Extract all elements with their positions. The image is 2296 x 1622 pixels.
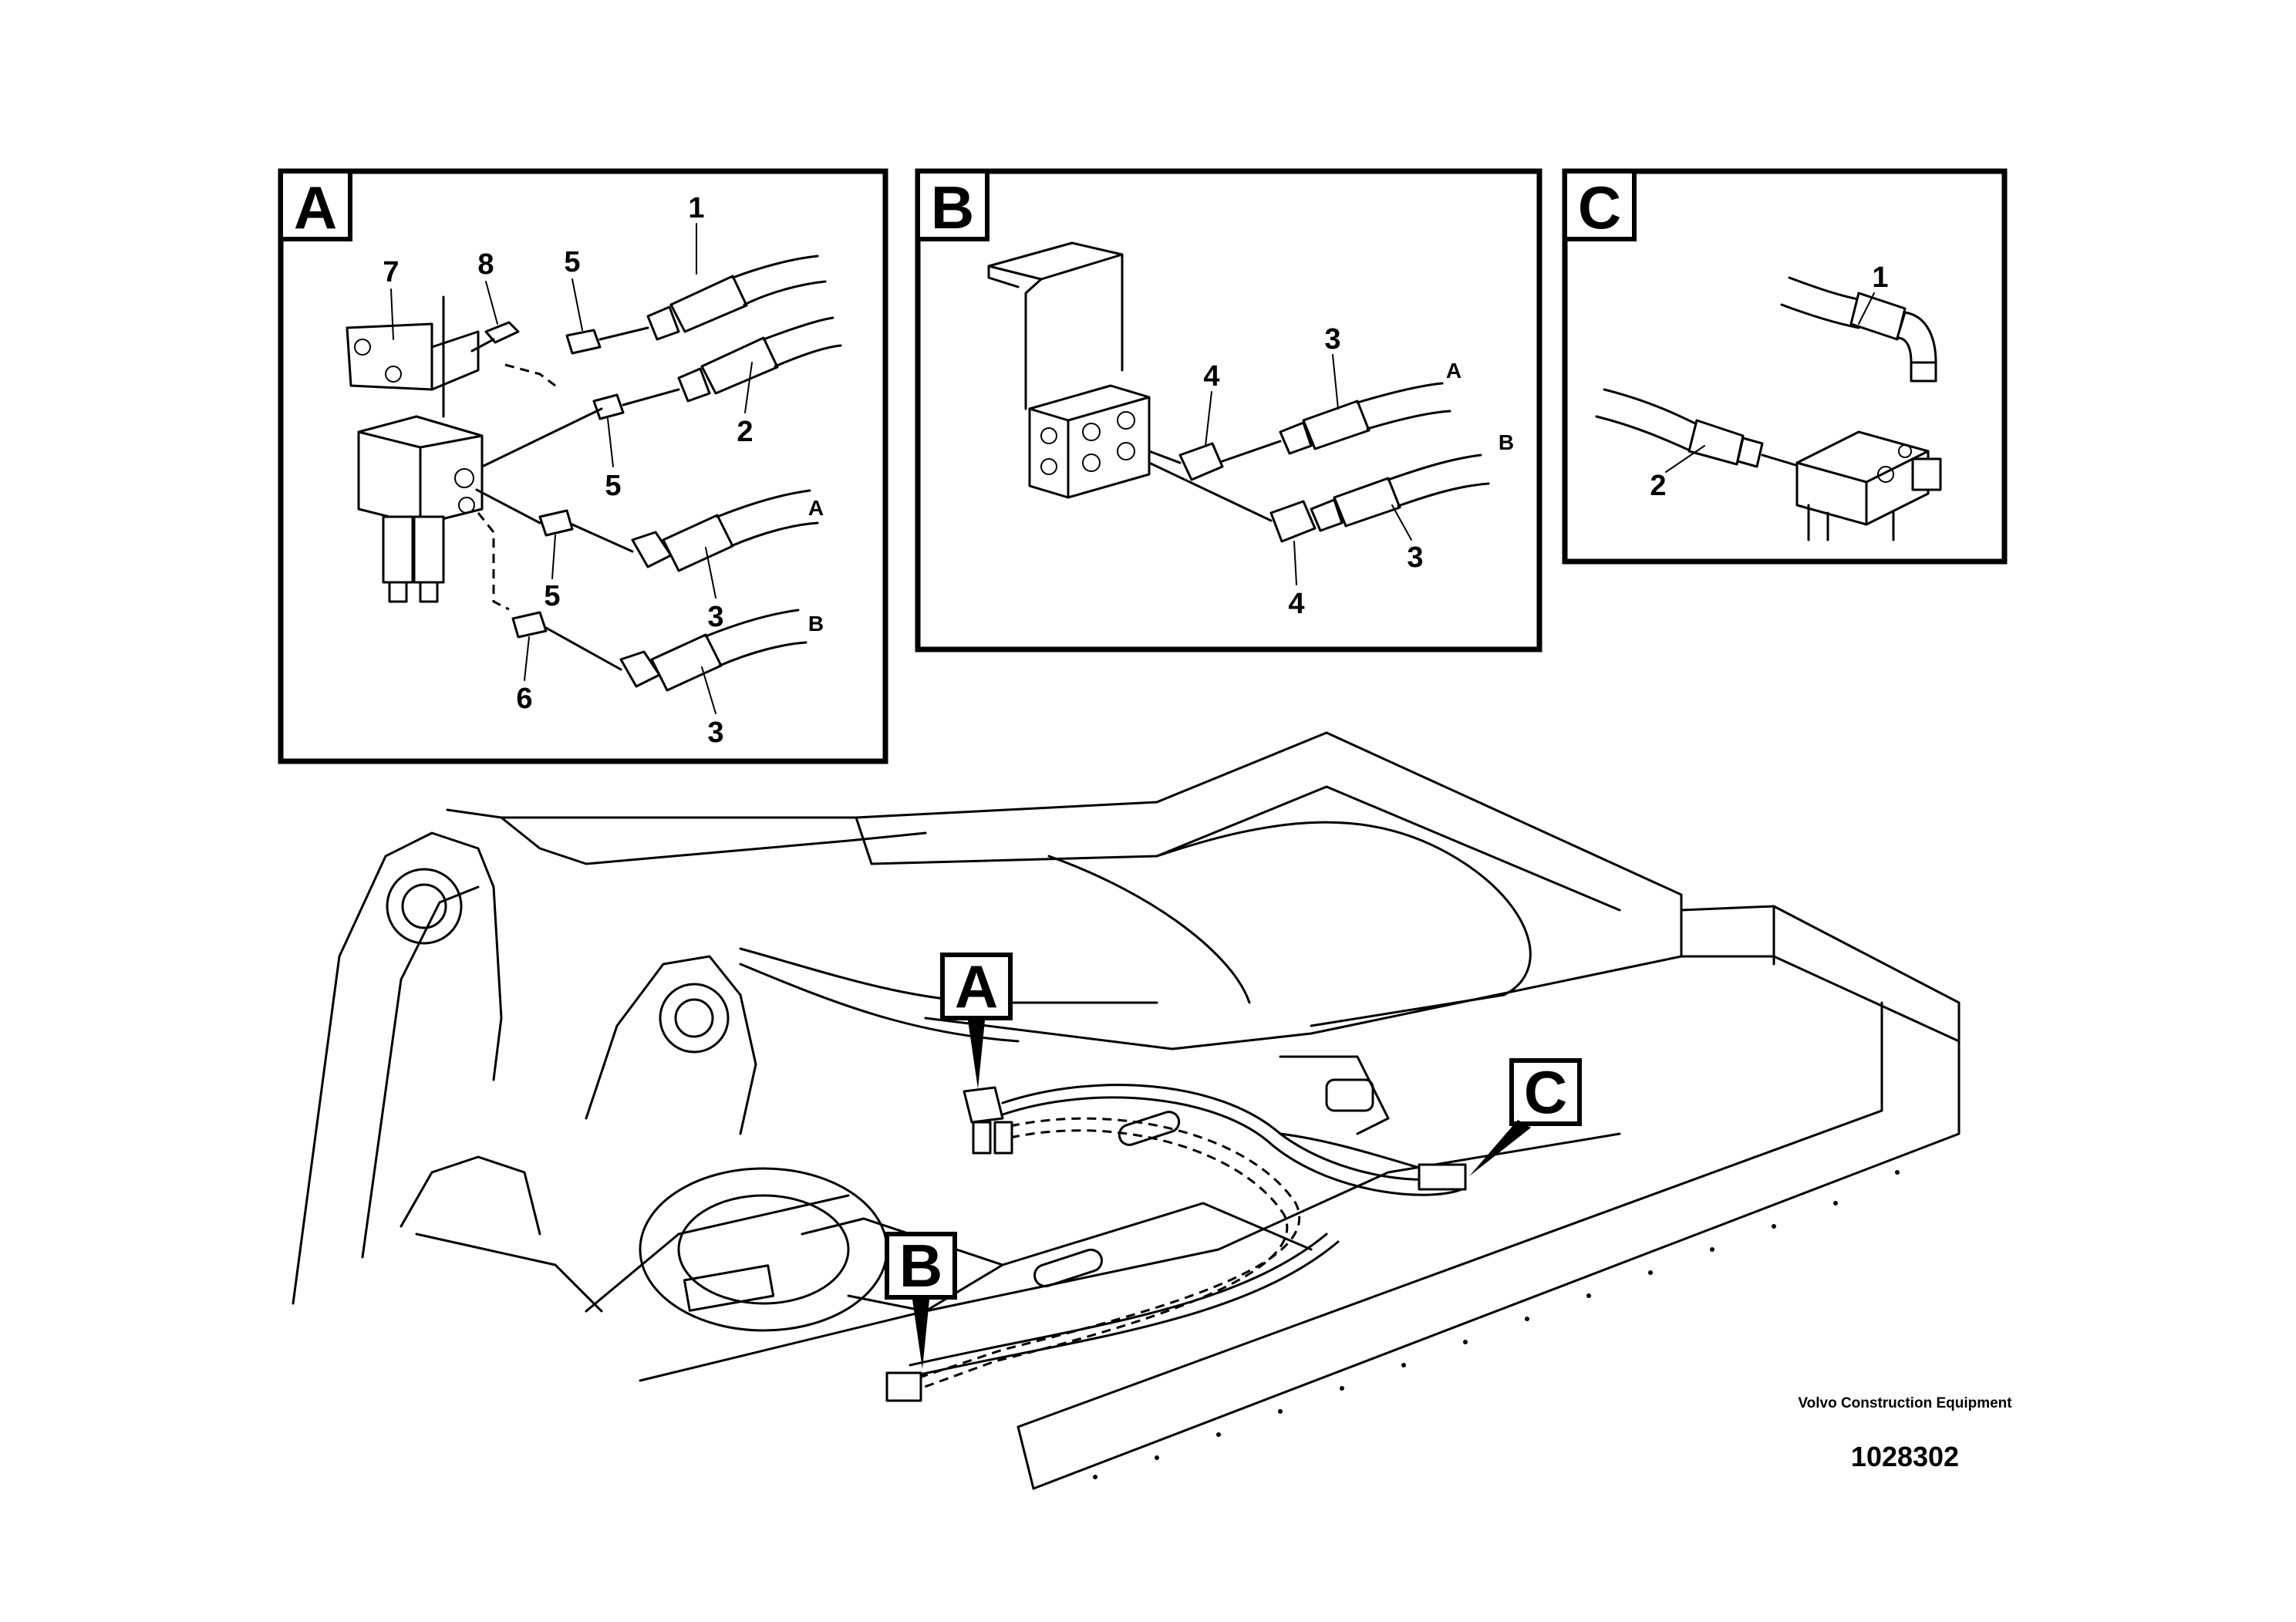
detail-b-panel: B 3 3 4 4 — [915, 168, 1542, 653]
detail-b-title: B — [931, 174, 974, 241]
detail-a-label-5-middle: 5 — [605, 470, 621, 502]
detail-a-title: A — [294, 174, 337, 241]
detail-b-port-b: B — [1499, 430, 1514, 454]
detail-b-label-4-upper: 4 — [1203, 360, 1219, 393]
callout-b[interactable]: B — [885, 1232, 957, 1369]
detail-b-label-3-upper: 3 — [1324, 323, 1340, 356]
fitting-5-middle — [592, 393, 625, 420]
detail-a-label-6: 6 — [516, 683, 532, 715]
callout-c-letter: C — [1524, 1058, 1567, 1126]
detail-b-label-3-lower: 3 — [1407, 541, 1423, 574]
detail-a-port-a: A — [808, 496, 824, 520]
detail-c-label-1: 1 — [1872, 261, 1888, 294]
detail-a-label-5-upper: 5 — [564, 246, 580, 278]
fitting-6 — [511, 611, 548, 639]
callout-c-pointer — [1469, 1120, 1531, 1176]
callout-c[interactable]: C — [1469, 1058, 1582, 1176]
detail-c-label-2: 2 — [1650, 470, 1666, 502]
callout-a-pointer — [968, 1020, 985, 1089]
detail-a-label-5-lower: 5 — [544, 580, 560, 612]
detail-b-port-a: A — [1446, 359, 1462, 383]
bolt-8 — [484, 321, 520, 344]
valve-block-b — [1028, 384, 1151, 499]
detail-a-label-7: 7 — [383, 256, 399, 288]
hose-1 — [669, 275, 748, 333]
tee-block-c — [1795, 430, 1930, 526]
elbow-4-upper — [1178, 442, 1224, 481]
callout-b-pointer — [912, 1300, 929, 1369]
fitting-5-upper — [565, 329, 602, 355]
detail-a-panel: A — [278, 168, 888, 764]
hose-2-c — [1687, 419, 1745, 466]
detail-a-label-2: 2 — [737, 416, 753, 448]
detail-b-label-4-lower: 4 — [1288, 588, 1304, 620]
elbow-4-lower — [1269, 500, 1317, 543]
callout-b-letter: B — [899, 1232, 942, 1300]
hose-1-c — [1849, 292, 1907, 341]
detail-a-label-1: 1 — [688, 192, 704, 224]
callout-a-letter: A — [955, 953, 998, 1020]
detail-c-title: C — [1578, 174, 1621, 241]
callout-a[interactable]: A — [940, 953, 1013, 1089]
hose-3-b-upper — [1302, 400, 1371, 450]
bracket-7 — [346, 322, 433, 391]
main-chassis-illustration — [292, 731, 1961, 1490]
detail-a-label-8: 8 — [477, 248, 494, 281]
fitting-5-lower — [538, 509, 574, 537]
detail-a-label-3-lower: 3 — [707, 717, 723, 749]
detail-a-label-3-upper: 3 — [707, 601, 723, 633]
drawing-number: 1028302 — [1850, 1441, 1960, 1472]
detail-a-port-b: B — [808, 612, 824, 636]
hose-2 — [700, 336, 779, 395]
brand-label: Volvo Construction Equipment — [1798, 1395, 2012, 1411]
detail-c-panel: C 1 2 — [1562, 168, 2008, 565]
frame-bolt-holes — [1093, 1170, 1900, 1479]
hose-3-b-lower — [1333, 477, 1401, 528]
